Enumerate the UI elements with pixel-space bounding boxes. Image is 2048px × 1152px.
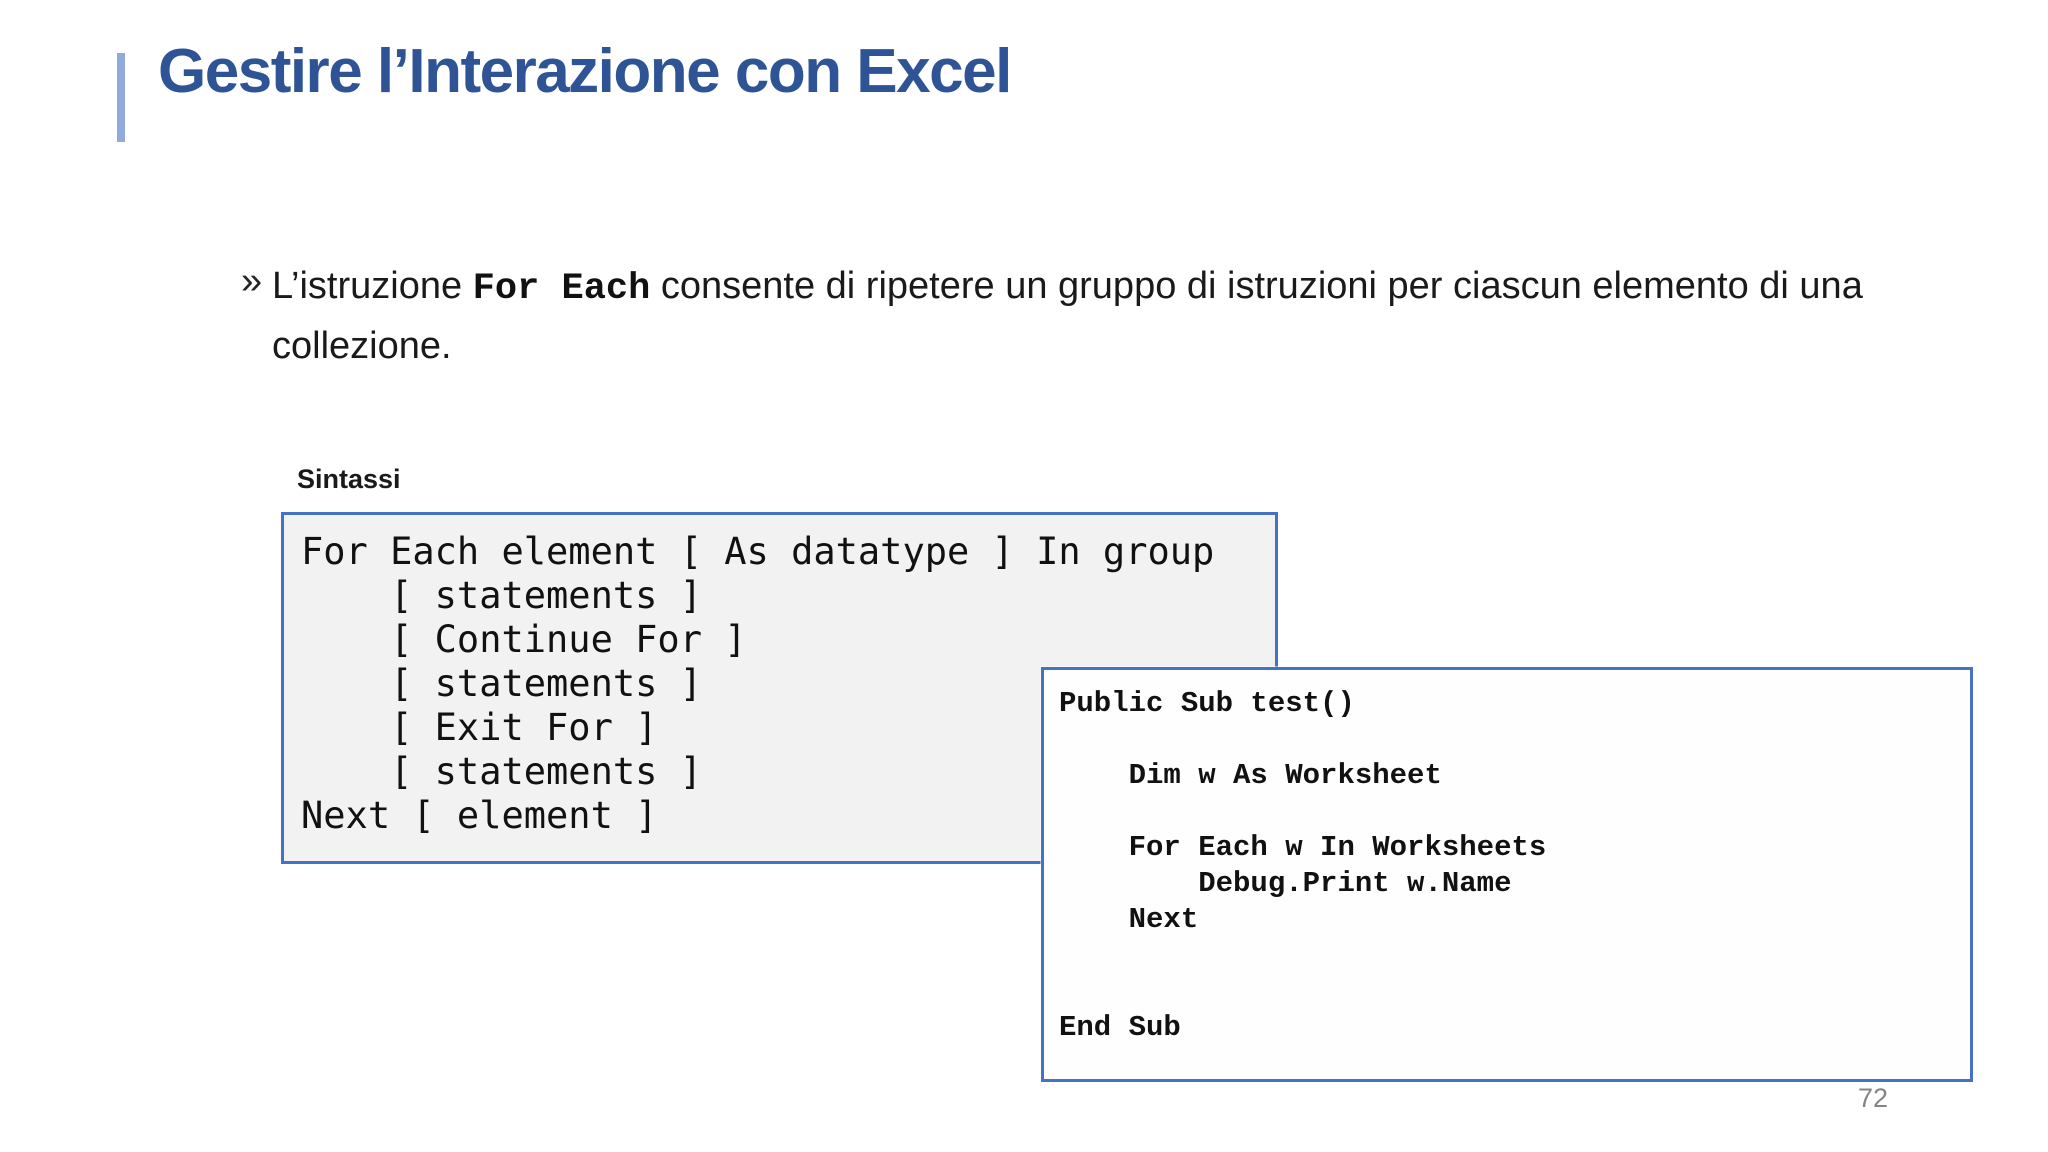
bullet-marker: » [241, 260, 263, 302]
bullet-text-prefix: L’istruzione [272, 265, 473, 307]
bullet-text-suffix: consente di ripetere un gruppo di istruz… [272, 265, 1863, 367]
page-number: 72 [1858, 1083, 1889, 1113]
example-code-box: Public Sub test() Dim w As Worksheet For… [1041, 667, 1973, 1082]
syntax-code: For Each element [ As datatype ] In grou… [301, 530, 1215, 837]
example-code: Public Sub test() Dim w As Worksheet For… [1059, 687, 1547, 1044]
title-accent-bar [117, 53, 125, 142]
bullet-text: L’istruzione For Each consente di ripete… [272, 258, 1887, 375]
page-title: Gestire l’Interazione con Excel [158, 37, 1012, 106]
syntax-section-label: Sintassi [297, 464, 401, 494]
inline-code-for-each: For Each [472, 268, 651, 310]
